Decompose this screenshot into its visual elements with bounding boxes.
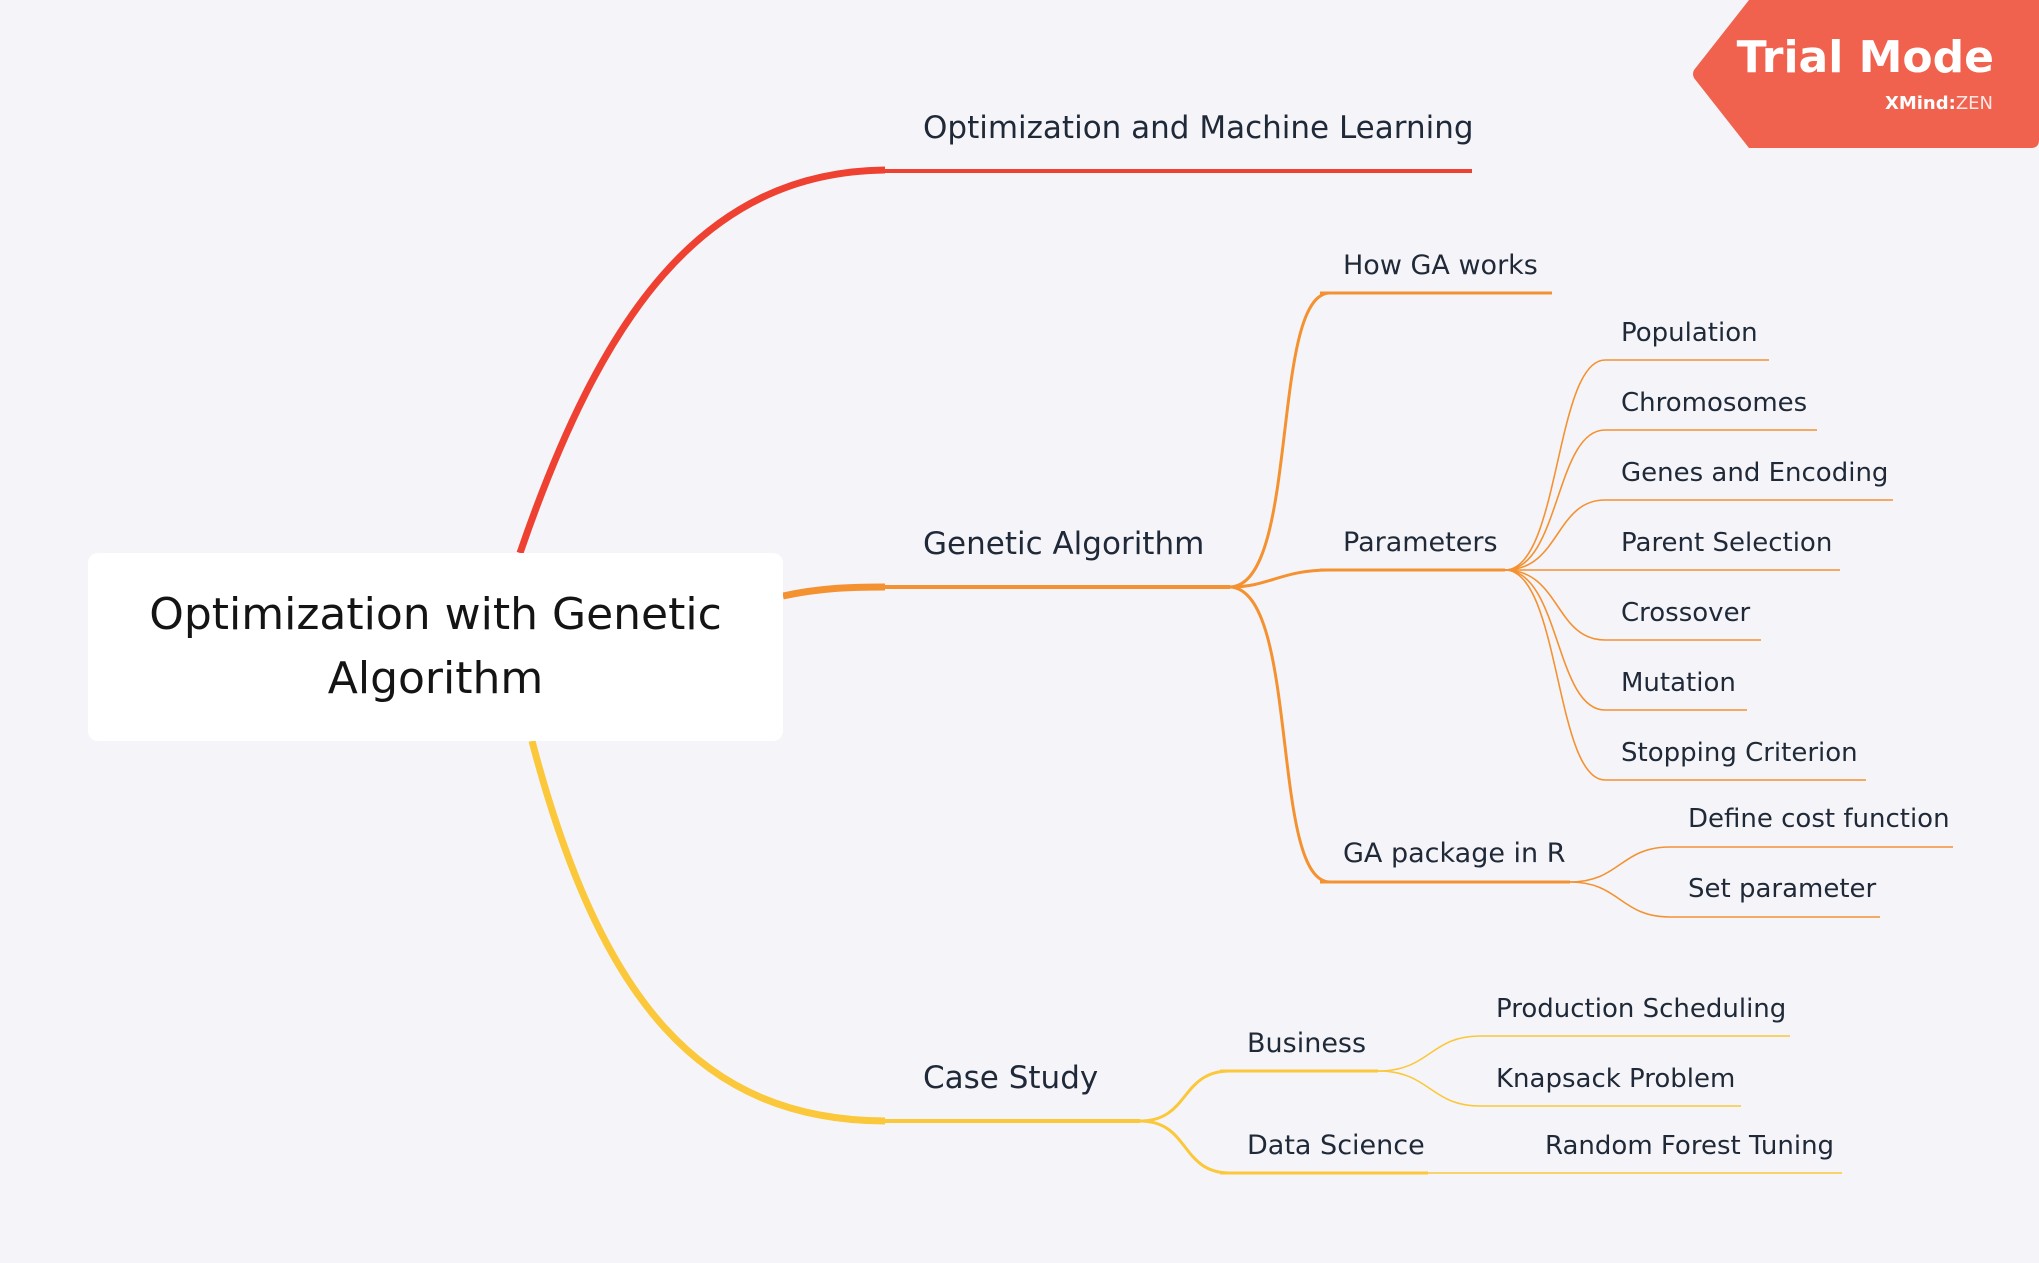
trial-mode-title: Trial Mode [1736, 32, 1994, 83]
leaf-random-forest-tuning[interactable]: Random Forest Tuning [1545, 1131, 1835, 1161]
connector-package [1229, 585, 1331, 884]
leaf-genes-and-encoding[interactable]: Genes and Encoding [1621, 458, 1889, 488]
subtopic-data-science[interactable]: Data Science [1247, 1130, 1425, 1161]
trial-mode-badge[interactable]: Trial Mode XMind:ZEN [1692, 0, 2039, 148]
connector-business [1139, 1069, 1231, 1123]
subtopic-how-ga-works[interactable]: How GA works [1343, 250, 1538, 281]
connector-parameters [1229, 568, 1331, 589]
topic-optimization-ml[interactable]: Optimization and Machine Learning [923, 110, 1474, 146]
connector-case [528, 740, 886, 1125]
trial-badge-shape [1693, 0, 2039, 148]
connector-ga [782, 583, 886, 600]
leaf-mutation[interactable]: Mutation [1621, 668, 1736, 698]
subtopic-parameters[interactable]: Parameters [1343, 527, 1498, 558]
leaf-set-parameter[interactable]: Set parameter [1688, 874, 1877, 904]
leaf-knapsack-problem[interactable]: Knapsack Problem [1496, 1064, 1736, 1094]
leaf-crossover[interactable]: Crossover [1621, 598, 1751, 628]
leaf-stopping-criterion[interactable]: Stopping Criterion [1621, 738, 1858, 768]
connector-how [1229, 291, 1331, 589]
connector-ml [516, 166, 886, 555]
topic-case-study[interactable]: Case Study [923, 1060, 1099, 1096]
topic-genetic-algorithm[interactable]: Genetic Algorithm [923, 526, 1205, 562]
connector-datascience [1139, 1119, 1231, 1175]
leaf-chromosomes[interactable]: Chromosomes [1621, 388, 1808, 418]
xmind-zen-logo: XMind:ZEN [1884, 93, 1993, 114]
leaf-parent-selection[interactable]: Parent Selection [1621, 528, 1833, 558]
central-topic[interactable]: Optimization with Genetic Algorithm [88, 553, 783, 741]
leaf-population[interactable]: Population [1621, 318, 1758, 348]
leaf-define-cost-function[interactable]: Define cost function [1688, 804, 1950, 834]
central-topic-label: Optimization with Genetic Algorithm [149, 589, 722, 704]
subtopic-ga-package-in-r[interactable]: GA package in R [1343, 838, 1566, 869]
subtopic-business[interactable]: Business [1247, 1028, 1367, 1059]
leaf-production-scheduling[interactable]: Production Scheduling [1496, 994, 1787, 1024]
